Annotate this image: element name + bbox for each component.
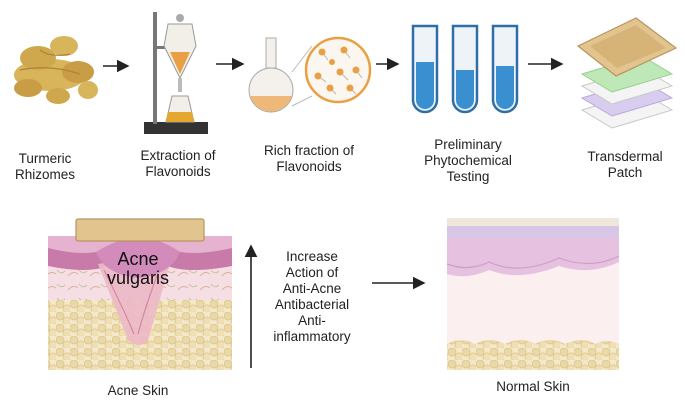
acne-skin-illustration <box>48 218 232 370</box>
round-flask-icon <box>248 37 313 113</box>
normal-skin-illustration <box>446 218 620 370</box>
turmeric-rhizome-icon <box>14 36 98 104</box>
extraction-apparatus-icon <box>144 12 208 134</box>
transdermal-patch-icon <box>576 17 678 129</box>
normal-skin-label: Normal Skin <box>496 379 570 394</box>
flavonoid-molecules-icon <box>304 36 372 104</box>
test-tubes-icon <box>411 24 519 114</box>
acne-skin-label: Acne Skin <box>107 383 169 398</box>
